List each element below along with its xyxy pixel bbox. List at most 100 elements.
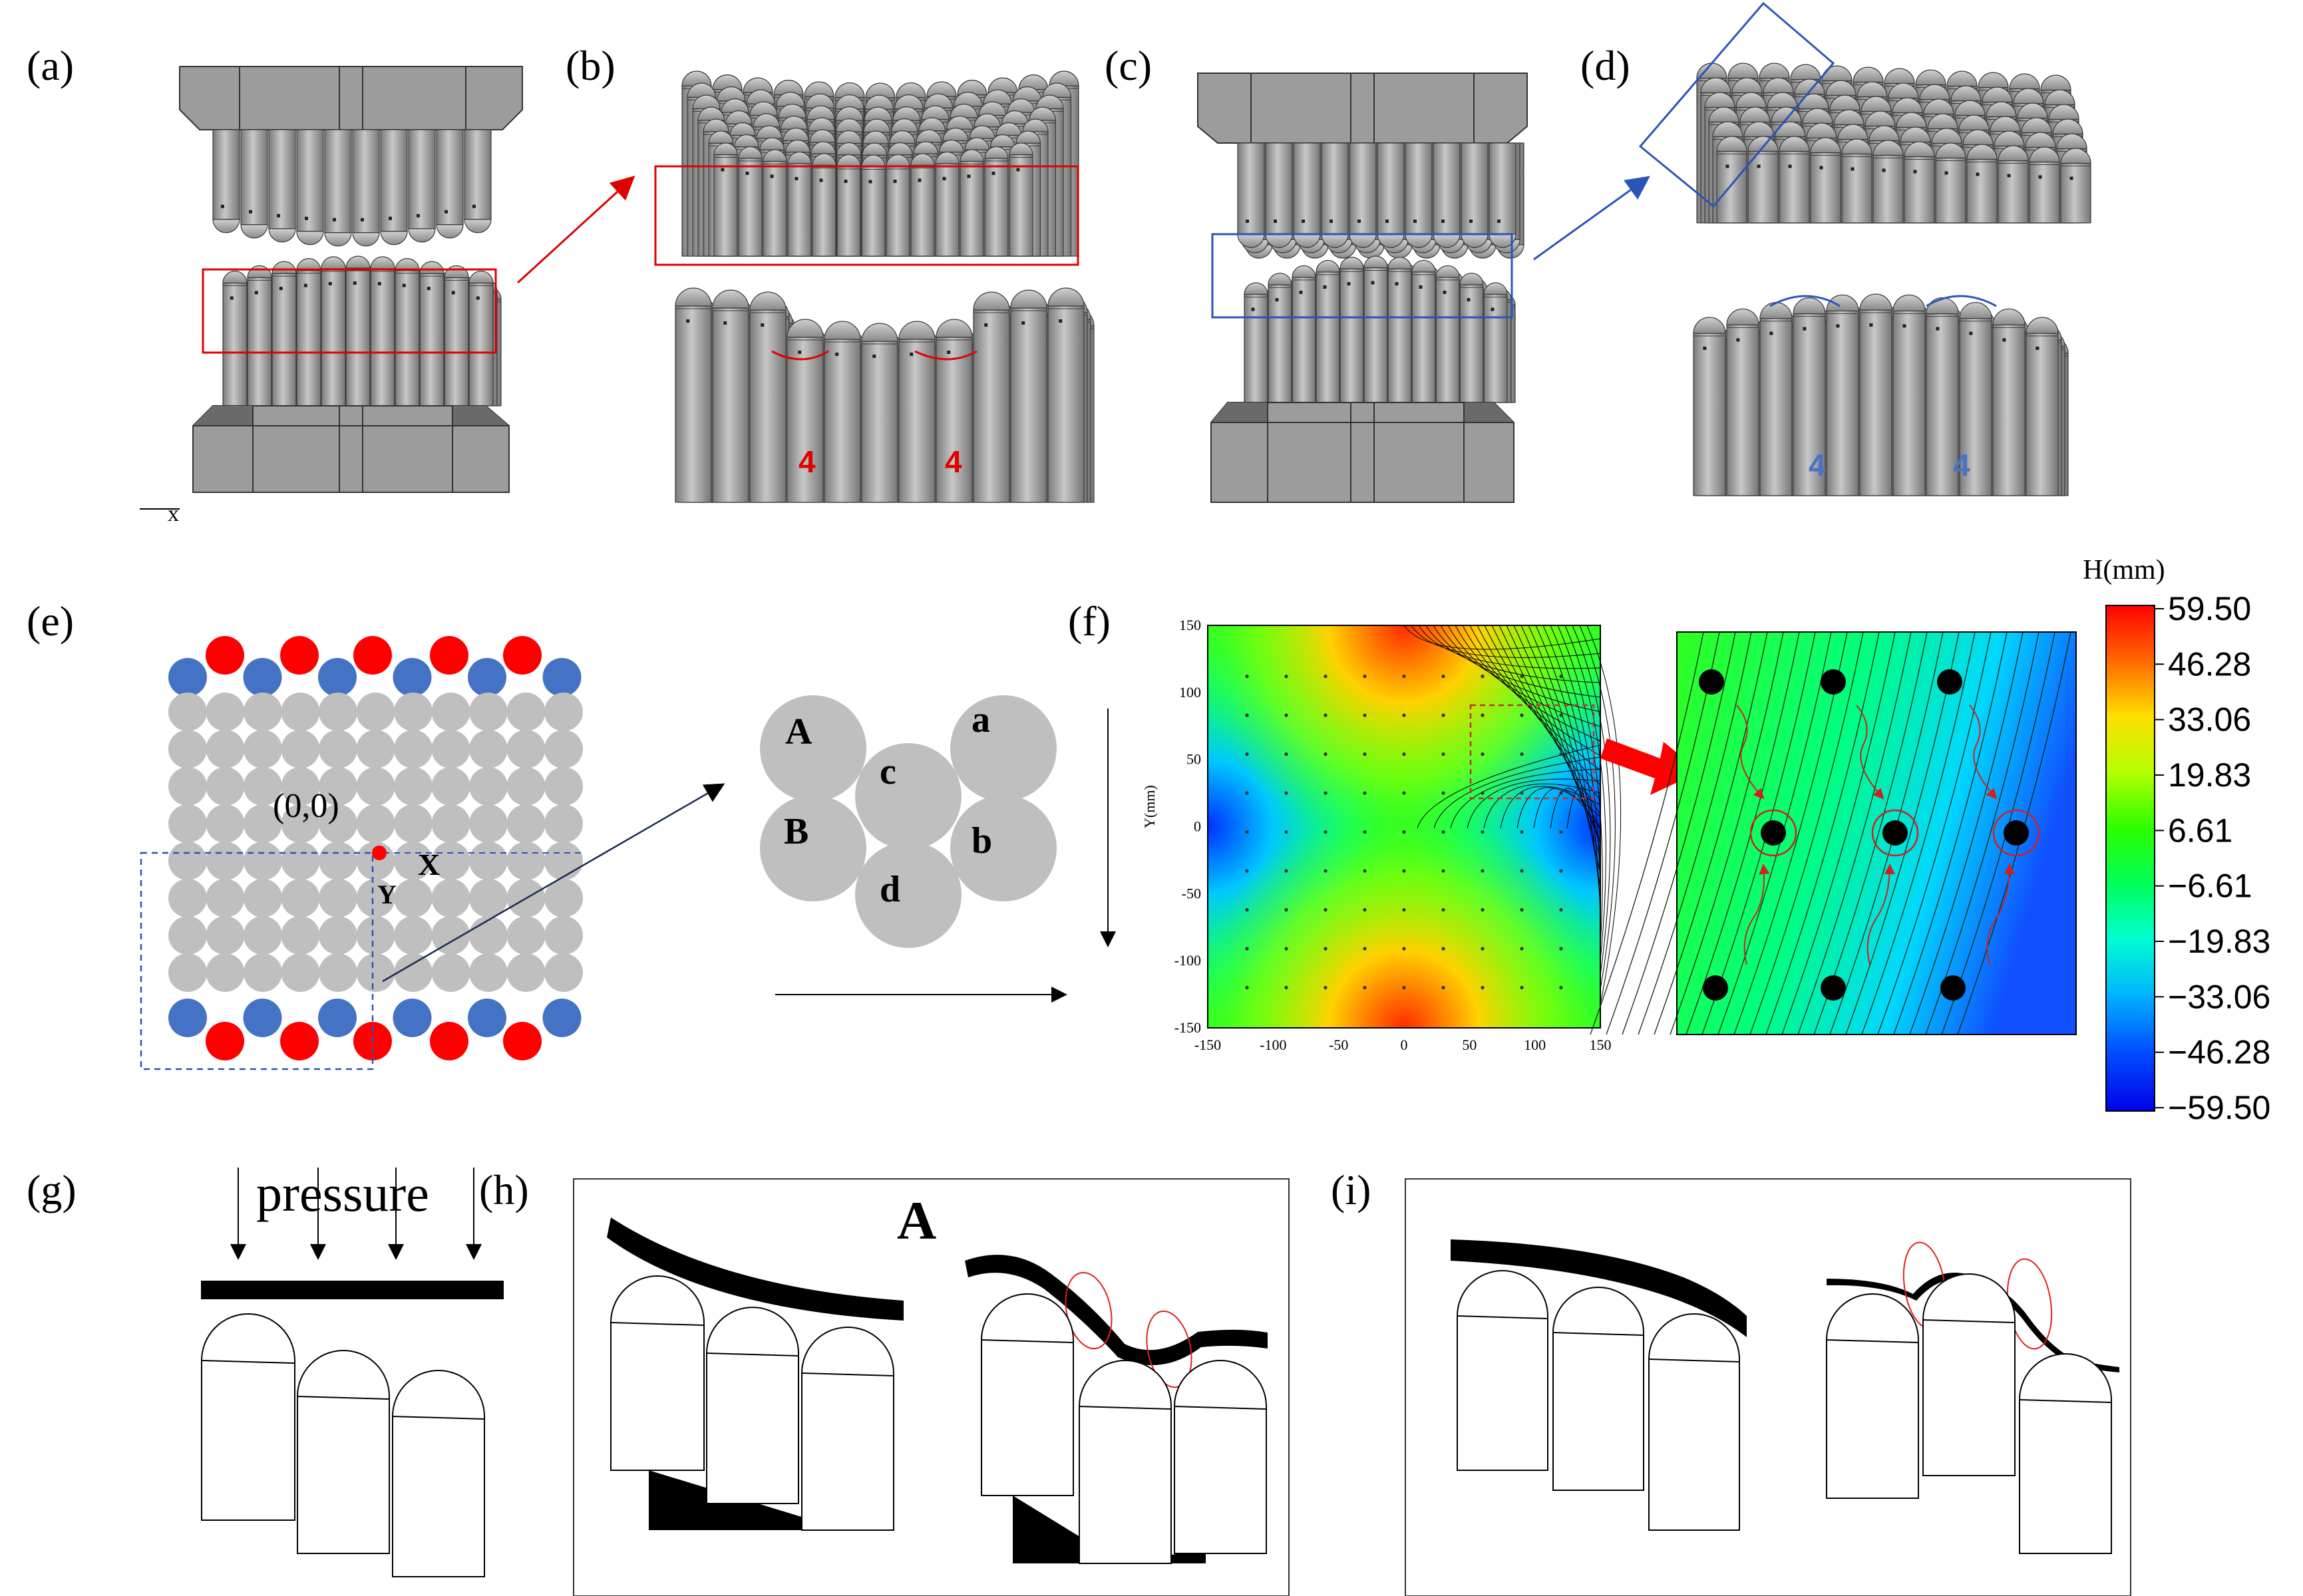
contour-line (1450, 768, 1601, 829)
pin (1793, 297, 1826, 496)
sample-point (1559, 947, 1563, 951)
panel-label-e: (e) (27, 597, 74, 645)
pin (787, 319, 824, 503)
sample-point (1363, 985, 1367, 990)
pin (1859, 293, 1892, 496)
x-axis-label-e: X (418, 848, 440, 881)
sample-point (1245, 713, 1249, 717)
pin (1339, 257, 1364, 403)
gray-pin (356, 879, 395, 917)
pin (268, 129, 296, 243)
pin (240, 129, 268, 239)
gray-pin (281, 730, 320, 768)
colorbar-tick-label: 6.61 (2168, 812, 2232, 849)
detail-arrow (382, 783, 725, 983)
sample-points (1245, 675, 1563, 990)
sample-point (1520, 869, 1524, 873)
gray-pin (168, 953, 207, 992)
gray-pin (544, 767, 583, 806)
gray-pin (319, 953, 357, 992)
pin (910, 153, 935, 257)
pin (1935, 142, 1966, 224)
zoom-arrow-c-d (1533, 176, 1650, 261)
contour-line (1550, 788, 1601, 842)
pin-dot (1761, 820, 1786, 846)
pin (1292, 265, 1316, 403)
gray-pin (281, 693, 320, 731)
contour-line (1500, 786, 1601, 829)
sample-point (1402, 791, 1406, 795)
curved-sheet-i-left (1451, 1239, 1747, 1337)
contact-ellipse-2 (1146, 1310, 1192, 1388)
pin (1461, 142, 1489, 248)
gray-pin (506, 953, 546, 992)
pin-cluster-detail: A a c B b d (760, 695, 1057, 948)
sample-point (1520, 947, 1524, 951)
sample-point (1245, 947, 1249, 951)
sample-point (1324, 985, 1328, 990)
pin-bed-perspective-d (1696, 63, 2091, 224)
contour-line (1528, 625, 1601, 888)
panel-c-press (1197, 73, 1650, 503)
contour-line (1506, 625, 1601, 844)
upper-pin-array (212, 129, 492, 247)
pin (370, 256, 395, 406)
pin-outline (1174, 1360, 1267, 1554)
flow-arrow (1743, 864, 1770, 965)
pin (886, 154, 910, 257)
lower-pin-array-c (1244, 255, 1516, 403)
gray-pin (206, 730, 245, 768)
pin-outline (1648, 1313, 1740, 1531)
pin (2026, 317, 2059, 496)
gray-pin (356, 767, 395, 806)
x-tick-label: -50 (1329, 1037, 1348, 1053)
zoom-pins (1699, 669, 2040, 1001)
pin (212, 129, 240, 234)
sample-point (1363, 830, 1367, 834)
sample-point (1481, 907, 1485, 912)
sample-point (1245, 985, 1249, 990)
gray-pin (281, 879, 320, 917)
gray-pin (356, 916, 395, 955)
pin-count-label-left: 4 (798, 444, 816, 479)
pin-outline (1079, 1360, 1172, 1564)
colorbar-ticks: 59.5046.2833.0619.836.61−6.61−19.83−33.0… (2155, 590, 2270, 1126)
contour-line (1749, 631, 1864, 1035)
contour-line (1566, 788, 1601, 854)
red-pin (503, 1022, 542, 1060)
gray-pin (168, 730, 207, 768)
panel-h-title: A (897, 1190, 936, 1251)
contour-line (1797, 631, 1912, 1035)
sample-point (1481, 985, 1485, 990)
sample-point (1284, 713, 1288, 717)
pin (763, 149, 787, 257)
red-pin (353, 636, 392, 675)
pin (296, 129, 324, 245)
pin-outline (706, 1307, 799, 1504)
contour-line (1467, 778, 1601, 829)
pin-bed-perspective (681, 71, 1079, 257)
sample-point (1284, 791, 1288, 795)
zoom-arrow-a-b (516, 175, 635, 284)
pin (395, 258, 420, 406)
sample-point (1363, 947, 1367, 951)
sample-point (1559, 869, 1563, 873)
pin-outline (392, 1370, 485, 1577)
highlight-ring (1749, 809, 1797, 857)
gray-pin (319, 804, 357, 843)
pins-h (610, 1275, 1267, 1564)
pin-dot (1937, 669, 1962, 695)
sample-point (1245, 752, 1249, 756)
gray-pin (319, 879, 357, 917)
flow-arrow (1986, 864, 2015, 965)
contour-line (1586, 625, 1622, 1005)
zoom-arrow-f (1600, 738, 1700, 795)
contour-line (1557, 625, 1603, 947)
pin-dot (1882, 820, 1908, 846)
sample-point (1559, 675, 1563, 679)
y-tick-label: -100 (1174, 952, 1201, 969)
pin-outline (1826, 1293, 1919, 1499)
gray-pin (281, 916, 320, 955)
contour-line (1491, 625, 1601, 815)
contour-lines (1403, 625, 1622, 1005)
